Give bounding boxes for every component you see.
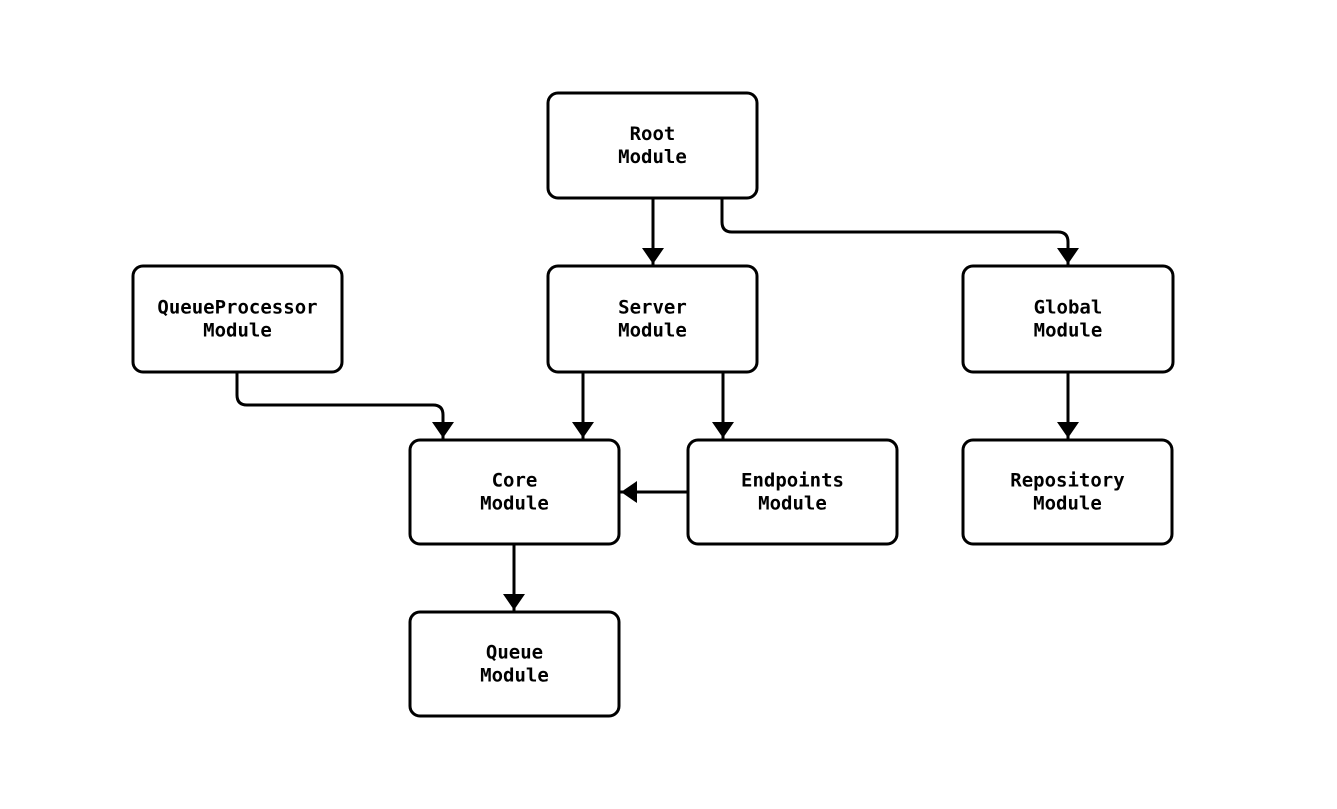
node-label-line: Module [1033,493,1102,515]
node-label-line: Core [492,470,538,492]
node-box [961,438,1174,546]
node-box [546,264,759,374]
node-box [546,91,759,200]
edge-queueprocessor-module-to-core-module [235,370,454,440]
node-box [408,438,621,546]
node-label-line: Module [480,493,549,515]
node-box [686,438,899,546]
node-label-line: Module [618,320,687,342]
node-label-line: Module [618,146,687,168]
node-label-line: Queue [486,642,543,664]
node-label-line: Endpoints [741,470,844,492]
edge-root-module-to-global-module [720,196,1079,266]
node-label-line: Module [758,493,827,515]
node-box [131,264,344,374]
node-label-line: Global [1034,297,1103,319]
node-box [408,610,621,718]
node-label-line: Module [203,320,272,342]
node-box [961,264,1175,374]
node-label-line: Server [618,297,687,319]
node-label-line: QueueProcessor [157,297,317,319]
node-label-line: Module [1034,320,1103,342]
node-label-line: Module [480,665,549,687]
node-label-line: Repository [1010,470,1124,492]
node-label-line: Root [630,123,676,145]
